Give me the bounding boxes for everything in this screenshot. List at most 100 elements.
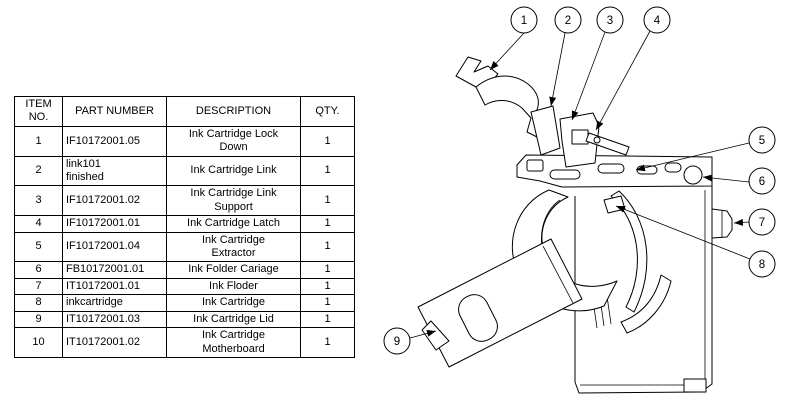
balloon-circle bbox=[554, 6, 582, 34]
rail-outline bbox=[516, 154, 713, 188]
bom-table: ITEM NO. PART NUMBER DESCRIPTION QTY. 1 … bbox=[14, 96, 355, 358]
cartridge-outline bbox=[417, 238, 583, 368]
table-row: 5 IF10172001.04 Ink Cartridge Extractor … bbox=[14, 231, 355, 263]
cell-description: Ink Cartridge Link Support bbox=[166, 185, 301, 217]
balloon-number: 7 bbox=[759, 217, 765, 229]
cell-part-number: IF10172001.01 bbox=[62, 215, 167, 233]
part-link bbox=[530, 105, 561, 156]
col-header-item-no: ITEM NO. bbox=[14, 96, 63, 127]
balloon-circle bbox=[748, 167, 776, 195]
part-side-knob bbox=[711, 208, 733, 239]
balloon-number: 8 bbox=[759, 259, 765, 271]
leader-line-3 bbox=[571, 31, 606, 121]
bom-header-row: ITEM NO. PART NUMBER DESCRIPTION QTY. bbox=[14, 96, 355, 127]
table-row: 6 FB10172001.01 Ink Folder Cariage 1 bbox=[14, 261, 355, 279]
table-row: 10 IT10172001.02 Ink Cartridge Motherboa… bbox=[14, 327, 355, 358]
cell-qty: 1 bbox=[300, 310, 355, 329]
leader-line-7 bbox=[733, 218, 750, 226]
lever-arm bbox=[475, 75, 546, 139]
cell-part-number: IF10172001.02 bbox=[62, 185, 167, 217]
table-row: 2 link101 finished Ink Cartridge Link 1 bbox=[14, 155, 355, 187]
table-row: 1 IF10172001.05 Ink Cartridge Lock Down … bbox=[14, 125, 355, 157]
cell-description: Ink Cartridge Latch bbox=[166, 215, 301, 233]
rail-tab bbox=[526, 159, 544, 172]
balloon-9: 9 bbox=[383, 327, 411, 355]
balloon-circle bbox=[510, 6, 538, 34]
balloon-4: 4 bbox=[643, 6, 671, 34]
balloon-number: 4 bbox=[654, 15, 661, 27]
leader-line-2 bbox=[549, 32, 566, 107]
table-row: 3 IF10172001.02 Ink Cartridge Link Suppo… bbox=[14, 185, 355, 217]
cell-description: Ink Cartridge Lock Down bbox=[166, 125, 301, 157]
balloon-number: 2 bbox=[565, 15, 571, 27]
cell-item-no: 2 bbox=[14, 155, 63, 187]
cell-part-number: IT10172001.01 bbox=[62, 277, 167, 296]
part-ink-folder-body bbox=[574, 186, 713, 394]
balloon-1: 1 bbox=[510, 6, 538, 34]
balloon-circle bbox=[748, 208, 776, 236]
balloon-number: 5 bbox=[759, 135, 765, 147]
balloon-2: 2 bbox=[554, 6, 582, 34]
part-lock-down-lever bbox=[455, 56, 546, 139]
cell-description: Ink Floder bbox=[166, 277, 301, 296]
rail-slot bbox=[664, 162, 682, 173]
balloon-7: 7 bbox=[748, 208, 776, 236]
cartridge-window bbox=[458, 294, 498, 342]
cell-part-number: inkcartridge bbox=[62, 294, 167, 312]
balloon-3: 3 bbox=[596, 6, 624, 34]
leader-lines bbox=[409, 30, 751, 339]
balloon-number: 3 bbox=[607, 15, 613, 27]
cell-item-no: 10 bbox=[14, 327, 63, 358]
balloon-circle bbox=[383, 327, 411, 355]
cell-qty: 1 bbox=[300, 185, 355, 217]
balloon-number: 6 bbox=[759, 176, 765, 188]
balloon-6: 6 bbox=[748, 167, 776, 195]
cell-item-no: 4 bbox=[14, 215, 63, 233]
body-foot bbox=[683, 378, 707, 393]
grip-line bbox=[606, 295, 612, 325]
cell-qty: 1 bbox=[300, 125, 355, 157]
part-ink-cartridge bbox=[417, 238, 583, 368]
cell-part-number: link101 finished bbox=[62, 155, 167, 187]
part-carriage-rail bbox=[516, 154, 713, 188]
cell-item-no: 9 bbox=[14, 310, 63, 329]
leader-line-5 bbox=[635, 142, 750, 172]
latch-pivot bbox=[593, 136, 601, 144]
balloon-circle bbox=[643, 6, 671, 34]
rail-slot bbox=[597, 163, 625, 174]
balloon-number: 9 bbox=[394, 336, 400, 348]
table-row: 9 IT10172001.03 Ink Cartridge Lid 1 bbox=[14, 310, 355, 329]
cartridge-edge bbox=[542, 245, 574, 304]
support-outline bbox=[559, 112, 600, 168]
part-lower-arc bbox=[620, 274, 672, 334]
cell-item-no: 1 bbox=[14, 125, 63, 157]
leader-line-8 bbox=[615, 205, 751, 260]
balloon-5: 5 bbox=[748, 126, 776, 154]
cell-part-number: IT10172001.02 bbox=[62, 327, 167, 358]
table-row: 8 inkcartridge Ink Cartridge 1 bbox=[14, 294, 355, 312]
col-header-description: DESCRIPTION bbox=[166, 96, 301, 127]
leader-line-4 bbox=[595, 30, 651, 131]
balloon-8: 8 bbox=[748, 250, 776, 278]
col-header-qty: QTY. bbox=[300, 96, 355, 127]
balloon-circle bbox=[596, 6, 624, 34]
cell-qty: 1 bbox=[300, 327, 355, 358]
balloon-circle bbox=[748, 126, 776, 154]
leader-line-9 bbox=[409, 329, 437, 339]
part-latch bbox=[585, 132, 630, 156]
cell-part-number: IF10172001.05 bbox=[62, 125, 167, 157]
rail-slot bbox=[549, 169, 581, 180]
body-outline bbox=[574, 186, 713, 394]
latch-arm bbox=[585, 132, 630, 156]
cell-description: Ink Cartridge Lid bbox=[166, 310, 301, 329]
leader-line-6 bbox=[702, 174, 750, 183]
cell-part-number: FB10172001.01 bbox=[62, 261, 167, 279]
balloon-number: 1 bbox=[521, 15, 527, 27]
cell-part-number: IT10172001.03 bbox=[62, 310, 167, 329]
leader-line-1 bbox=[489, 32, 525, 71]
cell-description: Ink Cartridge Motherboard bbox=[166, 327, 301, 358]
cell-description: Ink Cartridge Extractor bbox=[166, 231, 301, 263]
part-extractor-bracket bbox=[603, 195, 626, 214]
rail-hole bbox=[683, 165, 703, 185]
